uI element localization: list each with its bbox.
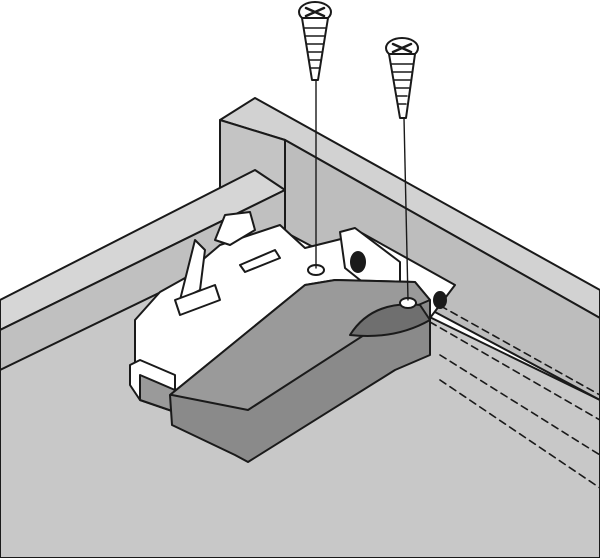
clip-rail <box>174 284 221 316</box>
clip-cover-notch <box>349 303 431 337</box>
clip-slot <box>239 249 281 273</box>
clip-lever-2 <box>214 211 256 246</box>
screw-guide-right <box>403 117 409 301</box>
clip-cover-top <box>169 279 431 411</box>
bracket-hole-right <box>433 291 447 309</box>
hidden-runner-lines <box>429 299 600 489</box>
bracket-hole-left <box>350 251 366 273</box>
screw-left-icon <box>298 1 332 81</box>
screw-right-icon <box>385 37 419 119</box>
